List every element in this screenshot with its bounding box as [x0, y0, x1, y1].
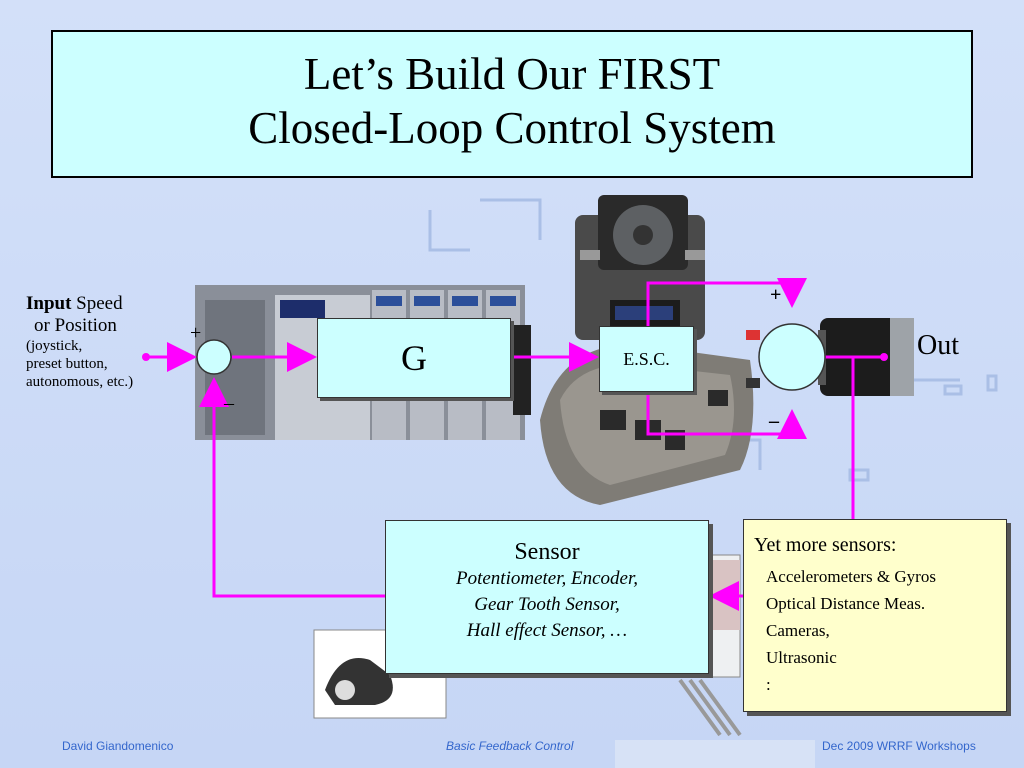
sensor-line-1: Potentiometer, Encoder, [455, 568, 639, 589]
sensor-title: Sensor [514, 539, 580, 565]
footer-event: Dec 2009 WRRF Workshops [822, 739, 976, 753]
output-label: Out [917, 330, 959, 361]
feedback-wire [199, 377, 385, 598]
more-sensors-item: : [766, 675, 771, 694]
controller-block: G [317, 318, 511, 398]
output-dot [880, 353, 888, 361]
esc-minus-wire [646, 392, 807, 439]
input-position-text: or Position [34, 315, 117, 336]
victor-esc-photo [575, 195, 705, 340]
sensor-line-2: Gear Tooth Sensor, [474, 594, 620, 615]
input-label: Input [26, 293, 72, 314]
more-sensors-item: Optical Distance Meas. [766, 594, 926, 613]
more-sensors-box: Yet more sensors: Accelerometers & Gyros… [743, 519, 1007, 712]
footer-topic: Basic Feedback Control [446, 739, 574, 753]
input-speed-text: Speed [71, 293, 123, 314]
input-dot [142, 353, 150, 361]
input-detail-3: autonomous, etc.) [26, 374, 134, 390]
title-box: Let’s Build Our FIRST Closed-Loop Contro… [51, 30, 973, 178]
summing-junction [196, 339, 232, 375]
sensor-line-3: Hall effect Sensor, … [466, 620, 628, 641]
motor-plus-sign: + [770, 284, 782, 306]
more-sensors-title: Yet more sensors: [754, 534, 897, 556]
sensor-block: Sensor Potentiometer, Encoder, Gear Toot… [385, 520, 709, 674]
input-description: Input Speed or Position (joystick, prese… [26, 293, 196, 391]
summing-plus-sign: + [190, 322, 202, 344]
esc-block: E.S.C. [599, 326, 694, 392]
input-detail-1: (joystick, [26, 338, 83, 354]
more-sensors-item: Cameras, [766, 621, 830, 640]
esc-plus-wire [646, 278, 807, 326]
footer-author: David Giandomenico [62, 739, 174, 753]
motor-minus-sign: – [769, 410, 779, 432]
motor-symbol [758, 323, 826, 391]
title-line-1: Let’s Build Our FIRST [303, 49, 721, 99]
more-sensors-item: Accelerometers & Gyros [766, 567, 936, 586]
title-line-2: Closed-Loop Control System [248, 103, 776, 153]
input-detail-2: preset button, [26, 356, 108, 372]
more-sensors-item: Ultrasonic [766, 648, 837, 667]
summing-minus-sign: – [224, 392, 234, 414]
